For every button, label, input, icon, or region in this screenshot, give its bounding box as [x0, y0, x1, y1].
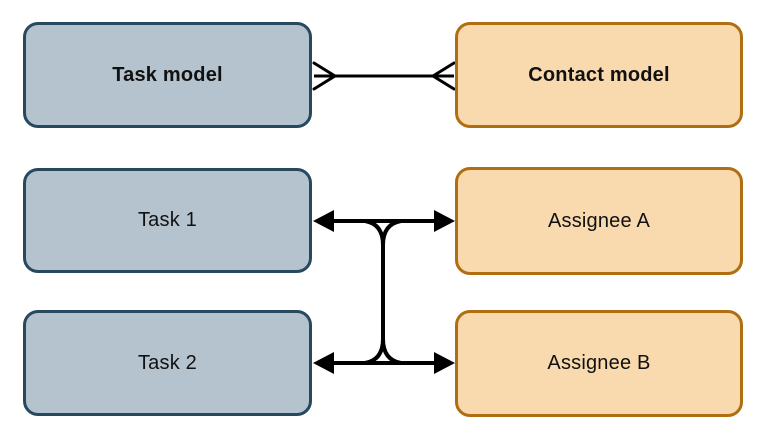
node-task-1: Task 1 [23, 168, 312, 273]
crow-foot-task-side-icon [312, 61, 337, 91]
node-task-model: Task model [23, 22, 312, 128]
node-task-2-label: Task 2 [137, 351, 197, 374]
arrowhead-left-icon [313, 210, 334, 232]
node-task-2: Task 2 [23, 310, 312, 416]
arrowhead-right-icon [434, 352, 455, 374]
node-task-1-label: Task 1 [137, 209, 197, 231]
node-contact-model: Contact model [455, 22, 743, 128]
node-assignee-a-label: Assignee A [547, 209, 651, 232]
node-assignee-b: Assignee B [455, 310, 743, 417]
node-task-model-label: Task model [112, 63, 223, 86]
node-contact-model-label: Contact model [528, 63, 670, 86]
node-assignee-a: Assignee A [455, 167, 743, 275]
crow-foot-contact-side-icon [431, 61, 456, 91]
task1-assigneeA-edge [313, 210, 455, 232]
arrowhead-right-icon [434, 210, 455, 232]
task2-assigneeB-edge [313, 352, 455, 374]
shared-trunk-edge [364, 219, 402, 365]
node-assignee-b-label: Assignee B [547, 352, 651, 374]
arrowhead-left-icon [313, 352, 334, 374]
model-relationship-edge [312, 61, 456, 91]
